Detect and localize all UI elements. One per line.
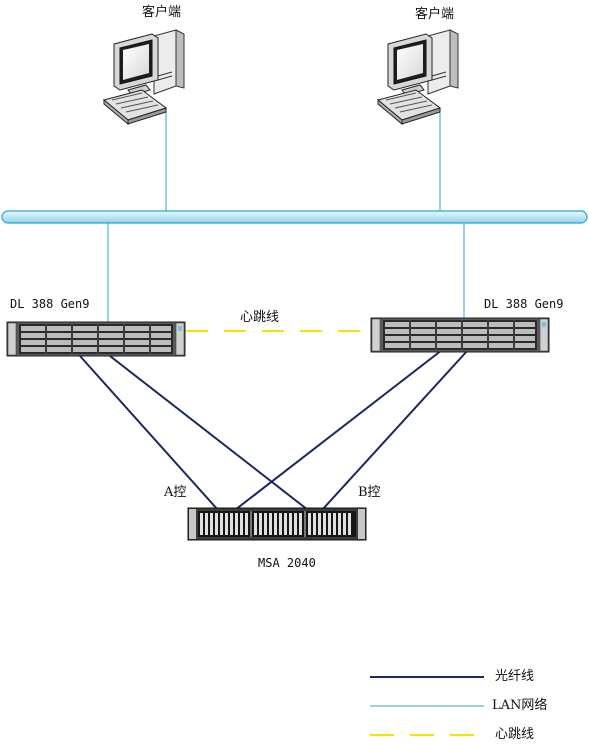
server-1-rack-server-icon [6,321,186,357]
fiber-links [79,349,469,511]
fiber-link-s2-a [234,349,443,511]
heartbeat-label: 心跳线 [240,310,280,325]
server-2-rack-server-icon [370,317,550,353]
client-2-label: 客户端 [415,7,455,22]
client-2-computer-icon [377,29,459,125]
client-1-label: 客户端 [142,5,182,20]
legend-label-lan: LAN网络 [492,698,548,713]
client-1-computer-icon [103,29,185,125]
legend-label-heartbeat: 心跳线 [495,727,535,742]
storage-label: MSA 2040 [258,556,316,570]
controller-b-label: B控 [358,485,381,500]
fiber-link-s2-b [321,349,469,511]
server-2-label: DL 388 Gen9 [484,297,564,311]
legend-label-fiber: 光纤线 [495,669,535,684]
controller-a-label: A控 [164,485,187,500]
lan-bus [1,210,588,224]
storage-array-icon [187,507,367,541]
fiber-link-s1-a [79,355,219,511]
server-1-label: DL 388 Gen9 [10,297,90,311]
fiber-link-s1-b [109,355,309,511]
